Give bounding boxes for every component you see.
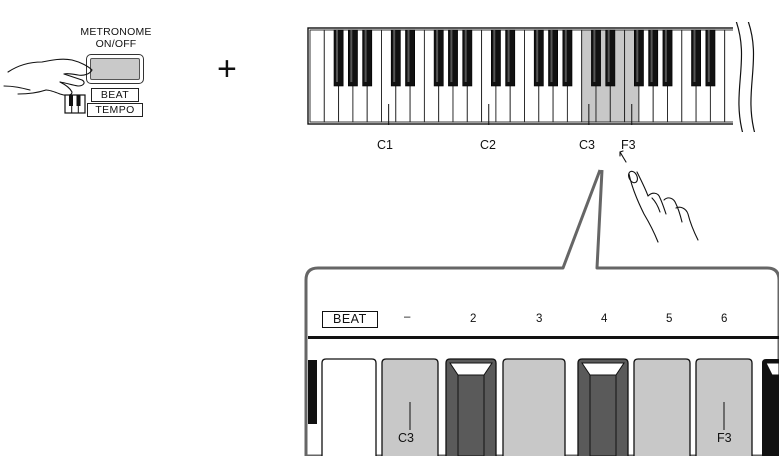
key-label-c1: C1 [377, 138, 393, 152]
black-key-shine [707, 30, 710, 82]
black-key [347, 29, 358, 87]
zoom-white-key-e3 [633, 358, 691, 456]
black-key [705, 29, 716, 87]
black-key-shine [664, 30, 667, 82]
black-key [433, 29, 444, 87]
zoom-key-label-c3: C3 [398, 431, 414, 445]
black-key [505, 29, 516, 87]
zoom-black-key-ds3-inner [589, 374, 617, 456]
key-label-f3: F3 [621, 138, 636, 152]
black-key-shine [336, 30, 338, 82]
zoom-black-key-ds3-highlight [581, 362, 625, 376]
beat-number-5: 5 [666, 313, 673, 325]
black-key [362, 29, 373, 87]
black-key-shine [350, 30, 353, 82]
black-key-shine [636, 30, 639, 82]
black-key [562, 29, 573, 87]
black-key [462, 29, 473, 87]
hand-pressing-button-illustration [3, 58, 93, 96]
black-key-shine [364, 30, 367, 82]
black-key [691, 29, 701, 87]
key-label-c2: C2 [480, 138, 496, 152]
zoom-callout [304, 169, 779, 456]
zoom-white-key-d3 [502, 358, 566, 456]
break-line-left [735, 22, 744, 132]
black-key [333, 29, 344, 87]
beat-number-dash: – [404, 311, 411, 323]
beat-number-6: 6 [721, 313, 728, 325]
zoom-top-rule [308, 336, 779, 339]
black-key [605, 29, 616, 87]
black-key [533, 29, 544, 87]
break-line-right [747, 22, 756, 132]
zoom-black-key-cs3-highlight [449, 362, 493, 376]
beat-function-label: BEAT [91, 88, 139, 102]
metronome-title: METRONOME ON/OFF [62, 26, 170, 50]
zoom-white-key-b2 [321, 358, 377, 456]
black-key [448, 29, 458, 87]
black-key-shine [564, 30, 567, 82]
black-key-shine [493, 30, 496, 82]
black-key [648, 29, 659, 87]
key-label-c3: C3 [579, 138, 595, 152]
zoom-black-key-edge-right-highlight [765, 362, 779, 376]
black-key [390, 29, 401, 87]
black-key-shine [593, 30, 596, 82]
plus-sign: + [217, 50, 237, 88]
black-key-shine [536, 30, 539, 82]
zoom-black-key-edge-left [308, 360, 317, 424]
black-key-shine [393, 30, 396, 82]
metronome-title-line2: ON/OFF [95, 38, 137, 50]
beat-number-3: 3 [536, 313, 543, 325]
keyboard [307, 22, 763, 132]
zoom-beat-label: BEAT [322, 311, 378, 328]
zoom-black-key-cs3-inner [457, 374, 485, 456]
black-key [633, 29, 644, 87]
black-key-shine [607, 30, 610, 82]
tempo-function-label: TEMPO [87, 103, 143, 117]
black-key-shine [436, 30, 439, 82]
black-key-shine [450, 30, 453, 82]
black-key [405, 29, 415, 87]
black-key-shine [550, 30, 553, 82]
zoomed-keyboard [308, 336, 779, 456]
black-key-shine [407, 30, 410, 82]
black-key-shine [650, 30, 653, 82]
black-key [548, 29, 558, 87]
black-key [591, 29, 601, 87]
piano-icon [64, 94, 86, 114]
beat-number-4: 4 [601, 313, 608, 325]
black-key-shine [693, 30, 696, 82]
metronome-on-off-button[interactable] [86, 54, 144, 84]
black-key-shine [464, 30, 467, 82]
keyboard-break-mask [733, 22, 763, 132]
black-key-shine [507, 30, 510, 82]
zoom-key-label-f3: F3 [717, 431, 732, 445]
beat-number-2: 2 [470, 313, 477, 325]
black-key [491, 29, 501, 87]
metronome-title-line1: METRONOME [80, 26, 152, 38]
white-key [309, 29, 325, 123]
finger-pointing-illustration [619, 150, 699, 243]
black-key [662, 29, 673, 87]
zoom-black-key-edge-right [762, 359, 779, 456]
